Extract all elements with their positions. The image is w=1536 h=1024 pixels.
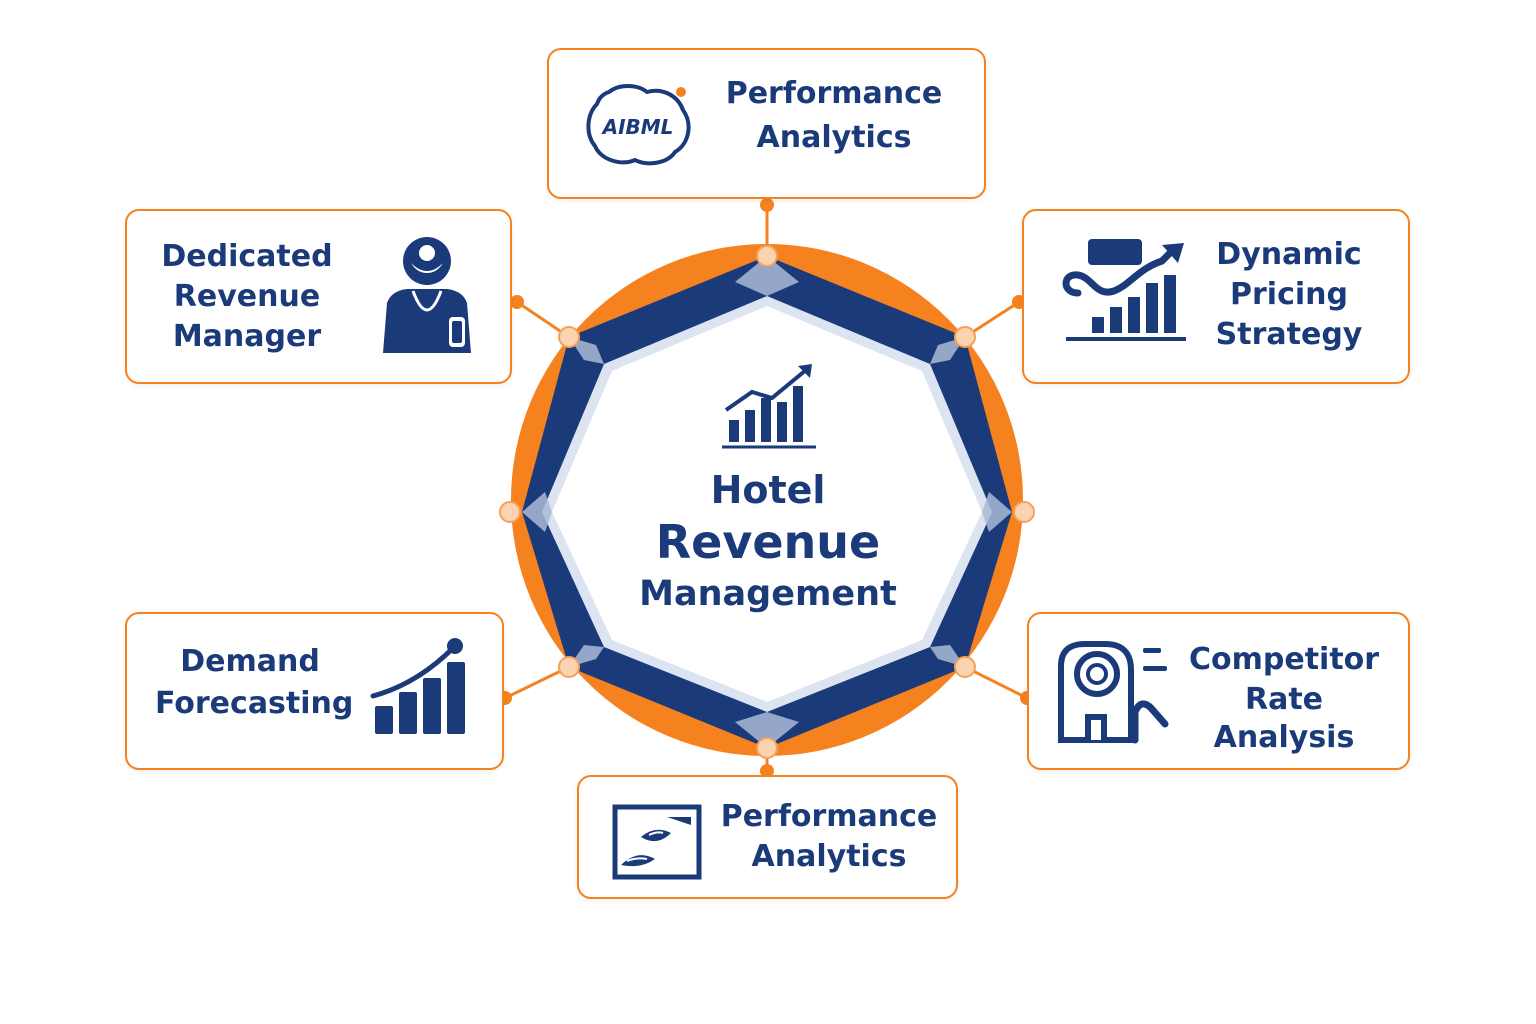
aiml-brain-icon: AIBML (586, 84, 691, 166)
node-bottom (756, 737, 778, 759)
forecast-bar-chart-icon (370, 638, 465, 734)
card-title-line1: Dedicated (161, 239, 333, 274)
competitor-building-icon (1058, 641, 1169, 744)
connector-bottom-right (964, 665, 1028, 700)
card-title-line1: Performance (725, 76, 943, 111)
card-performance-analytics-top[interactable]: AIBML Performance Analytics (547, 48, 986, 199)
card-dynamic-pricing-strategy[interactable]: Dynamic Pricing Strategy (1022, 209, 1410, 384)
card-demand-forecasting[interactable]: Demand Forecasting (125, 612, 504, 770)
card-title-line2: Forecasting (155, 686, 354, 721)
analytics-picture-icon (612, 804, 702, 880)
card-title-line2: Analytics (751, 839, 907, 874)
card-performance-analytics-bottom[interactable]: Performance Analytics (577, 775, 958, 899)
pricing-chart-icon (1062, 239, 1186, 341)
card-dedicated-revenue-manager[interactable]: Dedicated Revenue Manager (125, 209, 512, 384)
center-chart-icon (722, 364, 816, 449)
svg-text:AIBML: AIBML (601, 115, 674, 139)
card-title-line2: Analytics (756, 120, 912, 155)
card-title-line1: Dynamic (1216, 237, 1362, 272)
card-title-line3: Analysis (1213, 720, 1355, 755)
connector-bottom-left (504, 665, 570, 700)
node-top (756, 245, 778, 267)
card-title-line3: Manager (172, 319, 322, 354)
node-bottom-right (954, 656, 976, 678)
card-competitor-rate-analysis[interactable]: Competitor Rate Analysis (1027, 612, 1410, 770)
person-manager-icon (383, 237, 471, 353)
card-title-line1: Demand (180, 644, 320, 679)
card-title-line2: Revenue (173, 279, 321, 314)
center-title-line3: Management (639, 574, 897, 614)
connector-dot-top (760, 198, 774, 212)
card-title-line3: Strategy (1215, 317, 1363, 352)
inner-octagon (552, 306, 982, 702)
connector-dot-top-left (510, 295, 524, 309)
connector-dot-bottom (760, 764, 774, 778)
node-top-right (954, 326, 976, 348)
card-title-line2: Rate (1244, 682, 1324, 717)
node-right (1013, 501, 1035, 523)
card-title-line1: Performance (720, 799, 938, 834)
center-title-line2: Revenue (655, 515, 881, 569)
vertex-nodes (499, 245, 1035, 759)
card-title-line2: Pricing (1230, 277, 1348, 312)
node-bottom-left (558, 656, 580, 678)
card-title-line1: Competitor (1189, 642, 1380, 677)
node-top-left (558, 326, 580, 348)
center-title-line1: Hotel (710, 468, 826, 512)
node-left (499, 501, 521, 523)
